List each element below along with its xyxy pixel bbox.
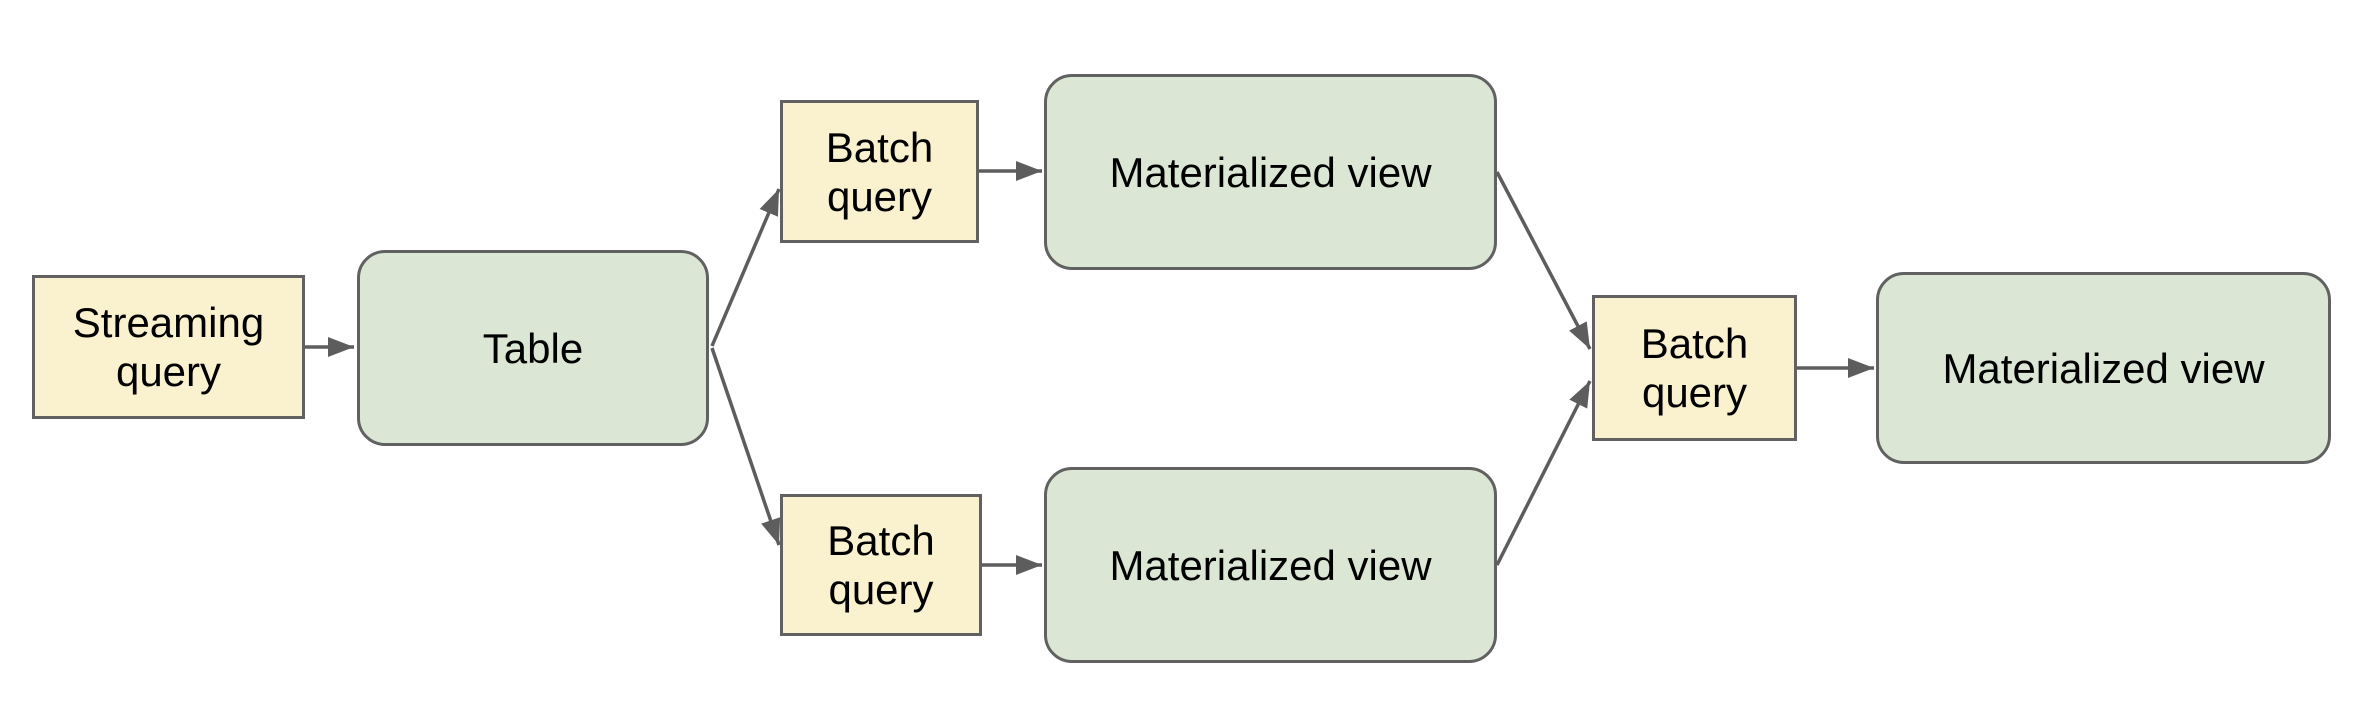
edge-table-to-batch-query-bottom-arrow xyxy=(710,347,781,546)
node-batch-query-top: Batch query xyxy=(780,100,979,243)
node-streaming-query: Streaming query xyxy=(32,275,305,419)
node-table-label: Table xyxy=(482,324,584,372)
edge-table-to-batch-query-top-arrow xyxy=(710,188,781,347)
node-batch-query-bottom: Batch query xyxy=(780,494,982,636)
node-materialized-view-right: Materialized view xyxy=(1876,272,2331,464)
node-materialized-view-top: Materialized view xyxy=(1044,74,1497,270)
node-materialized-view-bottom-label: Materialized view xyxy=(1109,541,1432,589)
node-materialized-view-right-label: Materialized view xyxy=(1942,344,2265,392)
node-materialized-view-bottom: Materialized view xyxy=(1044,467,1497,663)
node-batch-query-top-label: Batch query xyxy=(825,123,934,220)
edge-materialized-view-top-to-batch-query-right-arrow xyxy=(1495,171,1592,350)
node-batch-query-right: Batch query xyxy=(1592,295,1797,441)
node-materialized-view-top-label: Materialized view xyxy=(1109,148,1432,196)
node-table: Table xyxy=(357,250,709,446)
edge-materialized-view-bottom-to-batch-query-right-arrow xyxy=(1495,380,1592,566)
node-batch-query-bottom-label: Batch query xyxy=(827,517,935,613)
node-streaming-query-label: Streaming query xyxy=(72,299,265,395)
node-batch-query-right-label: Batch query xyxy=(1640,320,1749,416)
